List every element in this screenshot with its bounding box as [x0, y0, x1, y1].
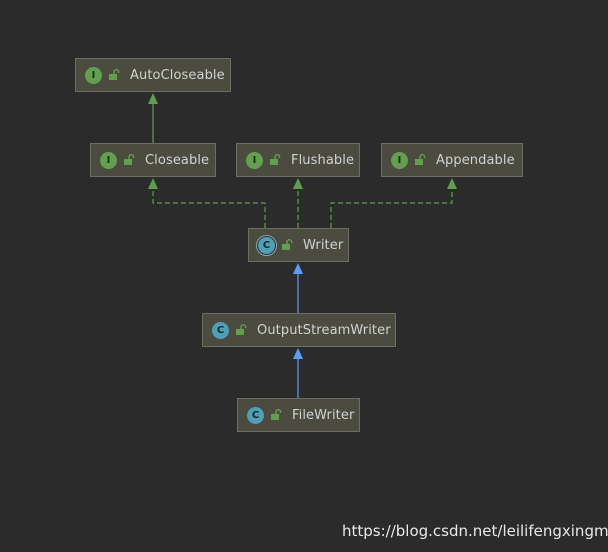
- unlocked-lock-icon: [124, 154, 135, 165]
- node-filewriter[interactable]: C FileWriter: [237, 398, 360, 432]
- edge-writer-implements-closeable: [152, 186, 266, 228]
- node-outputstreamwriter[interactable]: C OutputStreamWriter: [202, 313, 396, 347]
- node-closeable[interactable]: I Closeable: [90, 143, 216, 177]
- interface-icon: I: [85, 66, 102, 84]
- unlocked-lock-icon: [236, 324, 247, 335]
- abstract-class-icon: C: [258, 236, 275, 254]
- unlocked-lock-icon: [415, 154, 426, 165]
- watermark-url: https://blog.csdn.net/leilifengxingmw: [342, 522, 608, 540]
- unlocked-lock-icon: [270, 154, 281, 165]
- node-flushable[interactable]: I Flushable: [236, 143, 360, 177]
- node-label: Closeable: [145, 152, 210, 168]
- interface-icon: I: [246, 151, 263, 169]
- arrowhead-flushable: [293, 178, 303, 189]
- node-label: FileWriter: [292, 407, 355, 423]
- node-label: Writer: [303, 237, 344, 253]
- arrowhead-writer: [293, 263, 303, 274]
- arrowhead-appendable: [447, 178, 457, 189]
- interface-icon: I: [391, 151, 408, 169]
- class-icon: C: [212, 321, 229, 339]
- arrowhead-outputstreamwriter: [293, 348, 303, 359]
- node-label: OutputStreamWriter: [257, 322, 391, 338]
- node-label: Appendable: [436, 152, 515, 168]
- node-label: Flushable: [291, 152, 355, 168]
- unlocked-lock-icon: [109, 69, 120, 80]
- arrowhead-autocloseable: [148, 93, 158, 104]
- node-autocloseable[interactable]: I AutoCloseable: [75, 58, 231, 92]
- unlocked-lock-icon: [282, 239, 293, 250]
- node-writer[interactable]: C Writer: [248, 228, 349, 262]
- node-label: AutoCloseable: [130, 67, 225, 83]
- arrowhead-closeable: [148, 178, 158, 189]
- class-icon: C: [247, 406, 264, 424]
- edge-writer-implements-appendable: [330, 186, 453, 228]
- unlocked-lock-icon: [271, 409, 282, 420]
- interface-icon: I: [100, 151, 117, 169]
- node-appendable[interactable]: I Appendable: [381, 143, 523, 177]
